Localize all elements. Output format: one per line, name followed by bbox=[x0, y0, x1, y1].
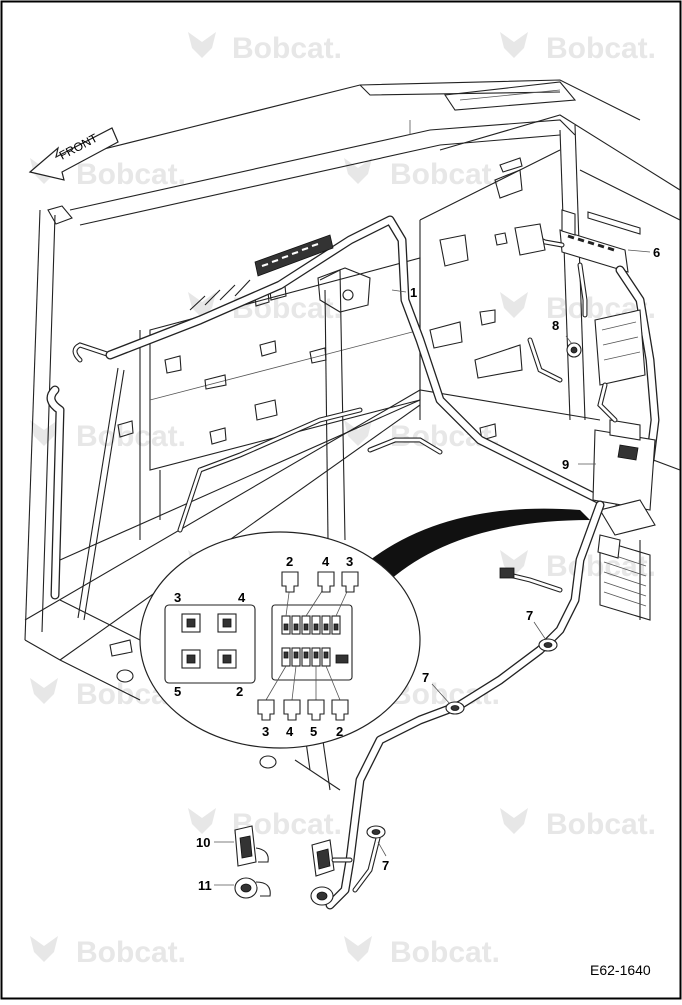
bobcat-logo-1: Bobcat. bbox=[188, 32, 342, 65]
bobcat-logo-15: Bobcat. bbox=[30, 936, 186, 969]
callout-1: 1 bbox=[410, 285, 417, 300]
callouts: 1 6 8 9 7 7 7 10 11 bbox=[196, 245, 660, 893]
module-9 bbox=[592, 309, 656, 559]
fuse-bottom-label-2: 4 bbox=[286, 724, 294, 739]
loose-fuses-bottom: 3 4 5 2 bbox=[257, 699, 349, 739]
callout-7-lower: 7 bbox=[382, 858, 389, 873]
bobcat-logo-7: Bobcat. bbox=[30, 420, 186, 453]
watermark-text: Bobcat. bbox=[232, 32, 342, 65]
fuse-top-label-3: 3 bbox=[346, 554, 353, 569]
relay-label-3: 3 bbox=[174, 590, 181, 605]
callout-9: 9 bbox=[562, 457, 569, 472]
cab-frame bbox=[24, 79, 681, 791]
connector-strip bbox=[189, 234, 334, 311]
relay-panel: 3 4 5 2 bbox=[164, 590, 256, 699]
watermark-text: Bobcat. bbox=[546, 550, 656, 583]
clamp-middle bbox=[445, 701, 465, 715]
loose-fuses-top: 2 4 3 bbox=[281, 554, 359, 593]
clamp-lower bbox=[366, 825, 386, 839]
detail-bubble: 3 4 5 2 bbox=[139, 508, 590, 749]
watermark-text: Bobcat. bbox=[76, 420, 186, 453]
relay-label-2: 2 bbox=[236, 684, 243, 699]
bobcat-logo-13: Bobcat. bbox=[188, 808, 342, 841]
bobcat-logo-4: Bobcat. bbox=[344, 158, 500, 191]
fuse-bottom-label-1: 3 bbox=[262, 724, 269, 739]
clamp-upper bbox=[538, 638, 558, 652]
figure-id: E62-1640 bbox=[590, 962, 651, 978]
watermark-text: Bobcat. bbox=[390, 420, 500, 453]
callout-7-middle: 7 bbox=[422, 670, 429, 685]
fuse-top-label-2: 4 bbox=[322, 554, 330, 569]
callout-6: 6 bbox=[653, 245, 660, 260]
watermark-text: Bobcat. bbox=[390, 936, 500, 969]
fuse-row-bottom bbox=[281, 647, 349, 667]
bobcat-logo-14: Bobcat. bbox=[500, 808, 656, 841]
harness-7 bbox=[310, 500, 605, 910]
fuse-block-6 bbox=[514, 209, 641, 318]
callout-8: 8 bbox=[552, 318, 559, 333]
bottom-connector bbox=[310, 839, 353, 906]
fuse-top-label-1: 2 bbox=[286, 554, 293, 569]
harness-1 bbox=[105, 215, 605, 533]
fuse-bottom-label-3: 5 bbox=[310, 724, 317, 739]
watermark-text: Bobcat. bbox=[390, 158, 500, 191]
watermark-text: Bobcat. bbox=[546, 808, 656, 841]
fuse-panel: 2 4 3 3 4 5 2 bbox=[257, 554, 359, 739]
callout-7-upper: 7 bbox=[526, 608, 533, 623]
relay-label-5: 5 bbox=[174, 684, 181, 699]
bobcat-logo-10: Bobcat. bbox=[500, 550, 656, 583]
fuse-row-top bbox=[281, 615, 341, 635]
detail-connector-band bbox=[370, 508, 590, 580]
callout-11: 11 bbox=[198, 878, 212, 893]
callout-10: 10 bbox=[196, 835, 210, 850]
relay-label-4: 4 bbox=[238, 590, 246, 605]
watermark-text: Bobcat. bbox=[546, 32, 656, 65]
fuse-bottom-label-4: 2 bbox=[336, 724, 343, 739]
grommet-11 bbox=[234, 877, 271, 899]
watermark-group: Bobcat. Bobcat. Bobcat. Bobcat. Bobcat. … bbox=[30, 32, 656, 969]
vent-grill bbox=[599, 539, 651, 621]
watermark-text: Bobcat. bbox=[76, 936, 186, 969]
bobcat-logo-2: Bobcat. bbox=[500, 32, 656, 65]
watermark-text: Bobcat. bbox=[76, 158, 186, 191]
bolt-8 bbox=[565, 335, 582, 358]
connector-10 bbox=[234, 825, 269, 867]
bobcat-logo-16: Bobcat. bbox=[344, 936, 500, 969]
